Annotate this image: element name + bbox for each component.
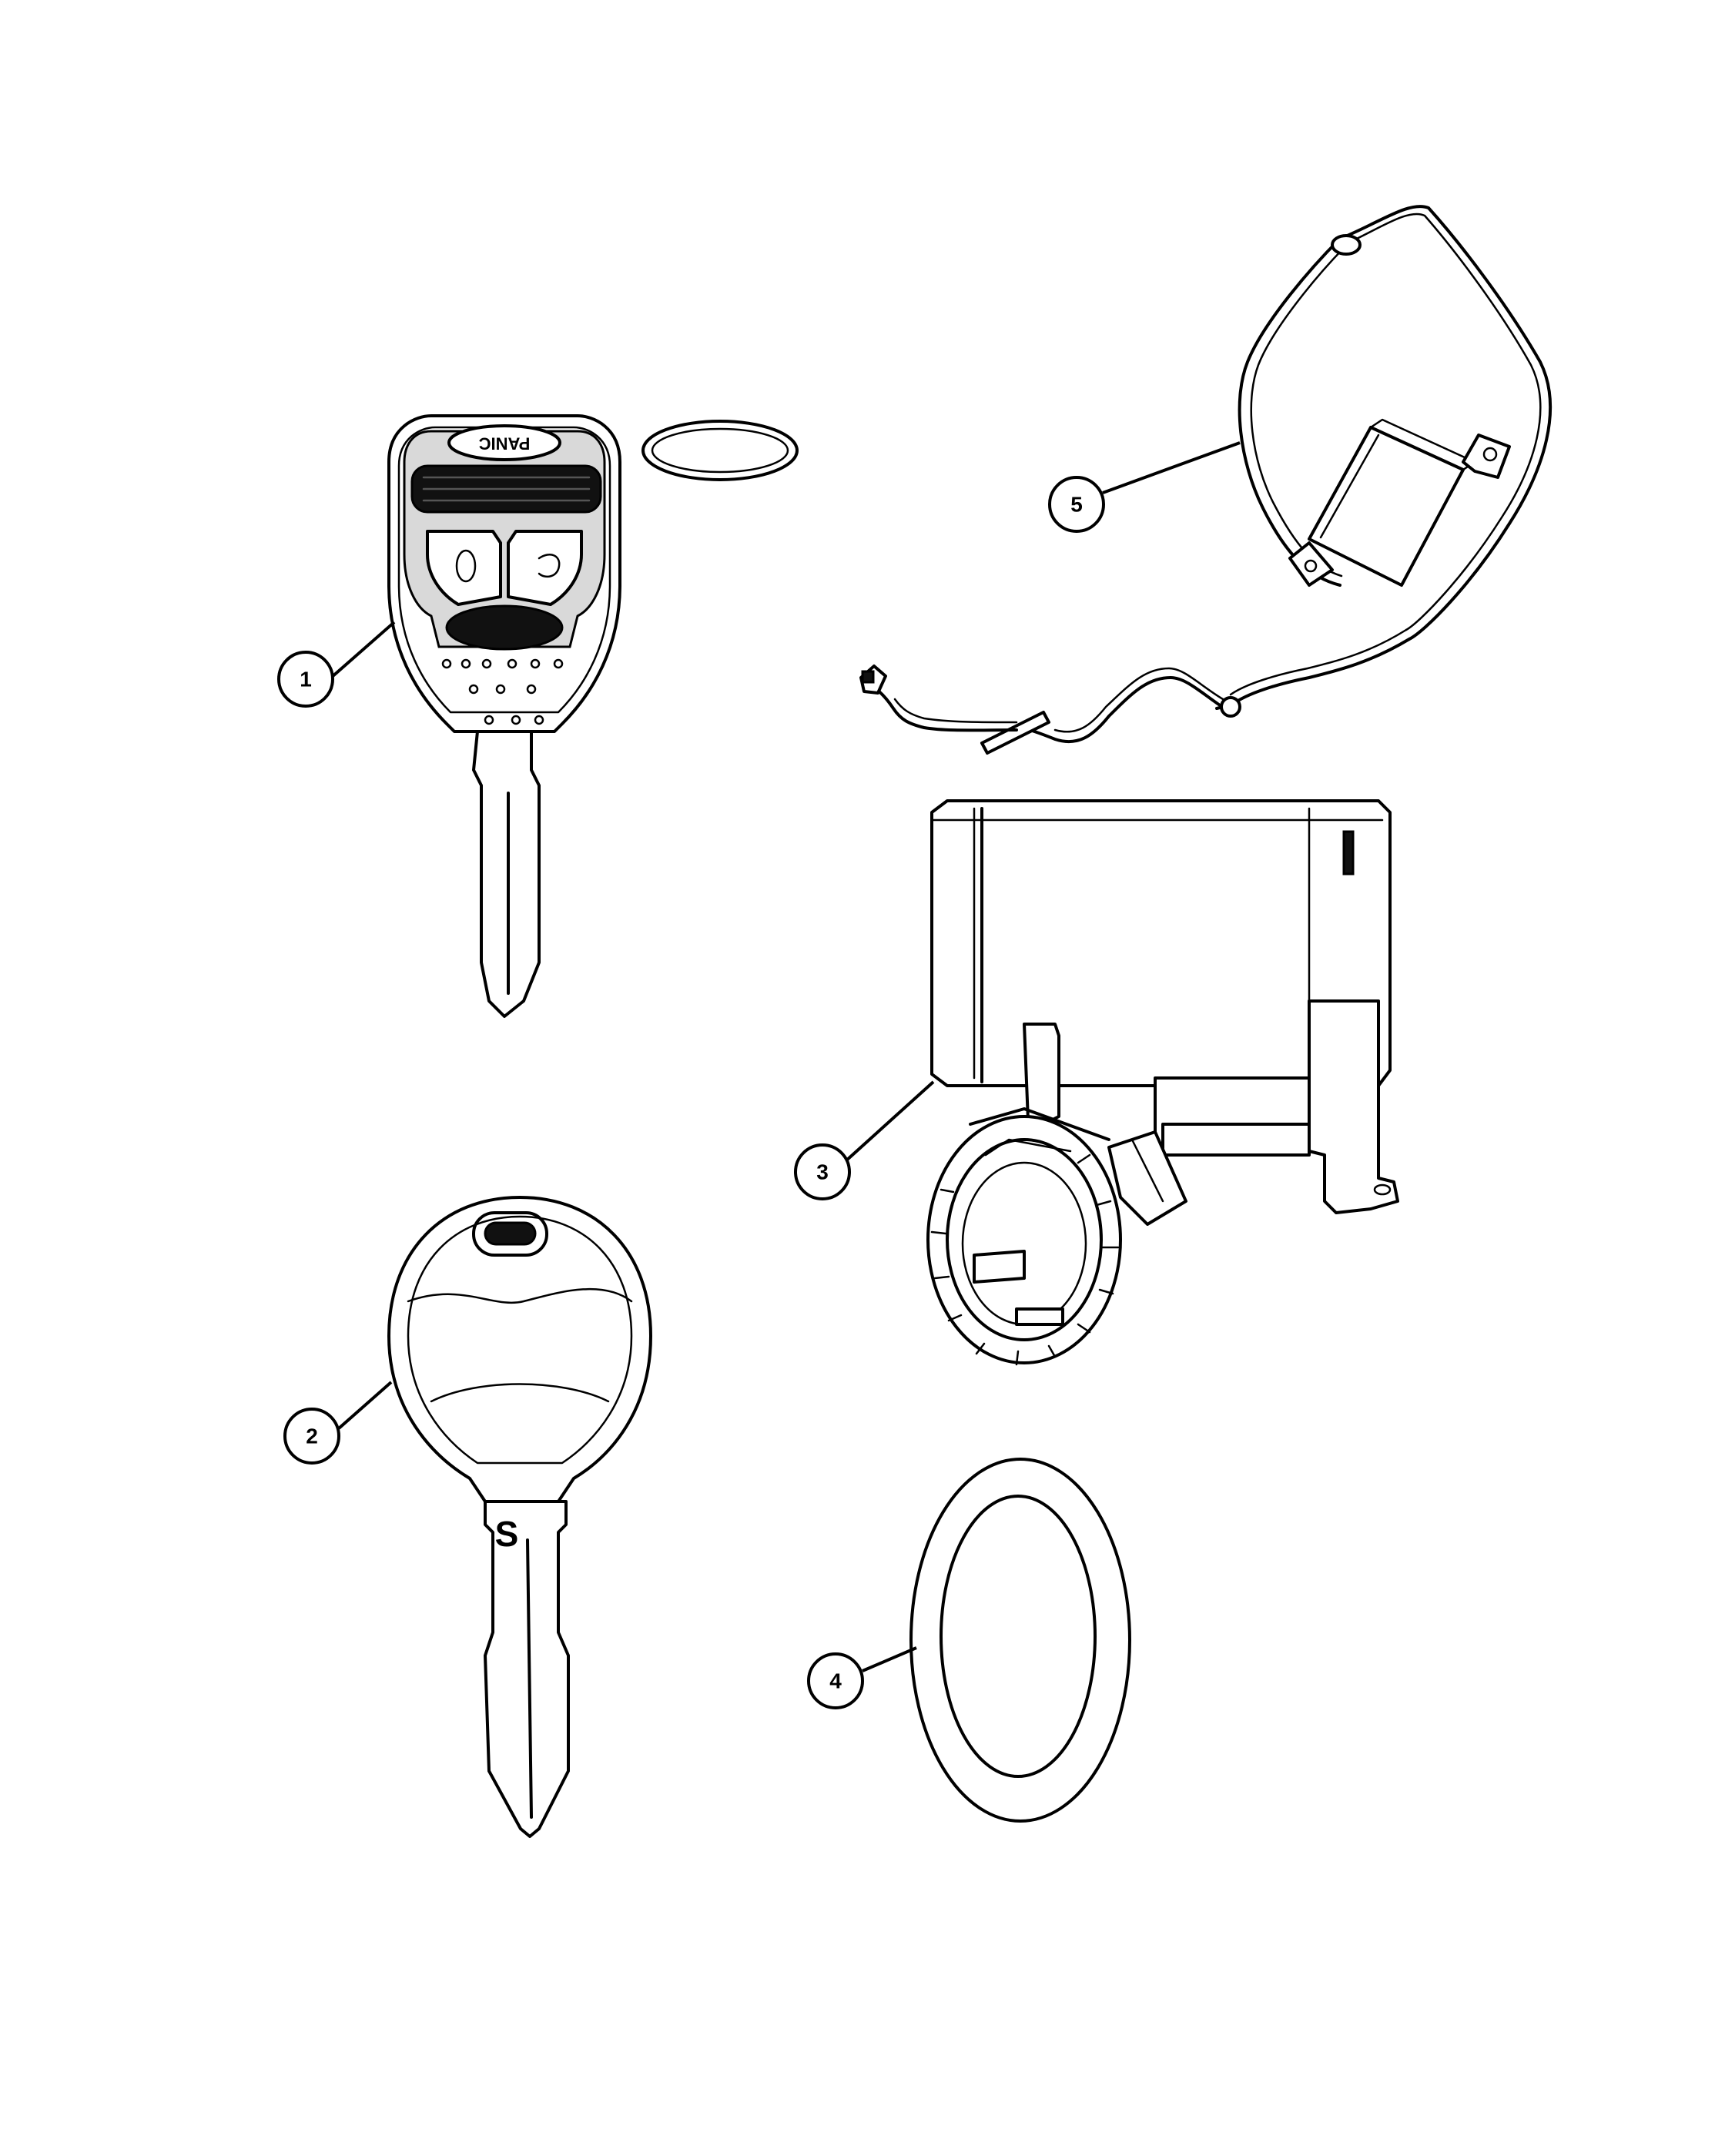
- fob-lower-button: [445, 604, 564, 651]
- seal-ring-inner: [940, 1495, 1097, 1778]
- unlock-button: [507, 530, 583, 606]
- key-letter: S: [495, 1514, 519, 1554]
- seal-ring-outer: [909, 1458, 1131, 1823]
- module-ring-inner: [946, 1138, 1103, 1341]
- key-head-band: [407, 1287, 633, 1304]
- key-blade: [484, 1500, 570, 1838]
- fob-key-blade: [472, 730, 541, 1018]
- antenna-splice: [980, 711, 1050, 755]
- callout-2-number: 2: [306, 1424, 318, 1448]
- key-blank: S: [387, 1196, 652, 1838]
- key-ring: [641, 420, 799, 481]
- callout-4: 4: [807, 1646, 917, 1709]
- fob-body-inner-outline: [397, 426, 611, 714]
- module-box: [930, 799, 1392, 1087]
- seal-ring: [909, 1458, 1131, 1823]
- antenna-loop-right: [1338, 205, 1552, 641]
- panic-button: [447, 424, 561, 461]
- fob-dots: [441, 658, 564, 725]
- lock-icon: [455, 549, 477, 583]
- callout-3-number: 3: [816, 1160, 829, 1184]
- key-ring-inner: [651, 427, 789, 474]
- callout-5: 5: [1048, 441, 1241, 533]
- key-head-inner: [407, 1215, 633, 1465]
- module-connector: [1342, 830, 1355, 875]
- panic-label: PANIC: [478, 434, 530, 454]
- antenna-clip-top: [1331, 234, 1362, 256]
- callout-1-number: 1: [300, 668, 312, 691]
- remote-key-fob: PANIC: [387, 414, 799, 1018]
- immobilizer-module: [926, 799, 1399, 1366]
- callout-2: 2: [283, 1381, 393, 1465]
- antenna-cable: [1215, 638, 1411, 710]
- module-bracket: [1308, 999, 1399, 1214]
- key-hole: [472, 1211, 548, 1257]
- callout-1: 1: [277, 621, 396, 708]
- key-grip-shading: [430, 1383, 610, 1403]
- callout-3: 3: [794, 1080, 935, 1200]
- callout-4-number: 4: [829, 1669, 842, 1693]
- antenna-module: [1308, 426, 1465, 587]
- callout-5-number: 5: [1070, 493, 1083, 517]
- lock-button: [426, 530, 502, 606]
- unlock-icon: [538, 554, 561, 578]
- antenna: [859, 205, 1552, 755]
- antenna-grommet: [1220, 696, 1241, 718]
- module-ring-outer: [926, 1115, 1122, 1364]
